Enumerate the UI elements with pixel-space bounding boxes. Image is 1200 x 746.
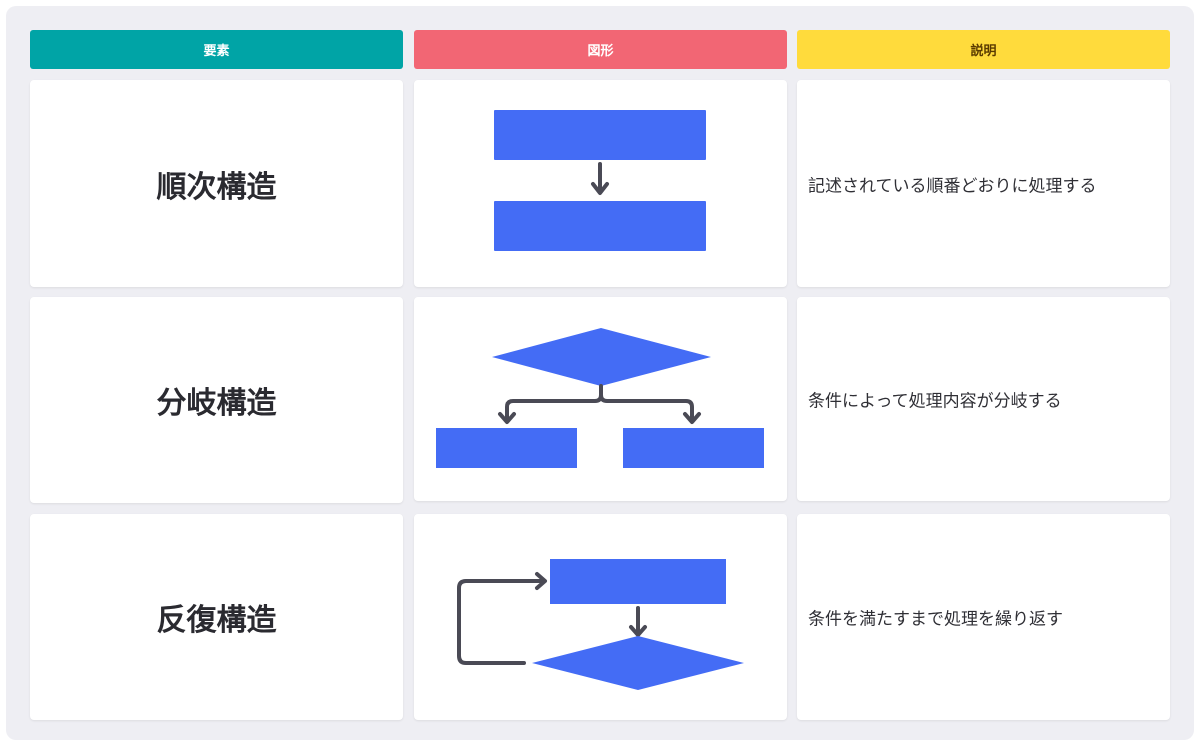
loop-back-arrow-head: [535, 572, 547, 590]
card-shape-loop: [414, 514, 787, 720]
element-title-branch: 分岐構造: [156, 386, 277, 421]
branch-diagram: [436, 328, 764, 468]
header-element: 要素: [30, 30, 403, 69]
branch-left-line: [505, 384, 603, 421]
description-loop: 条件を満たすまで処理を繰り返す: [808, 609, 1063, 630]
card-element-branch: 分岐構造: [30, 297, 403, 503]
decision-diamond: [492, 328, 711, 386]
card-shape-sequential: [414, 80, 787, 287]
description-sequential: 記述されている順番どおりに処理する: [808, 176, 1097, 196]
loop-diagram: [457, 559, 744, 690]
loop-back-line: [457, 579, 544, 665]
loop-decision-diamond: [532, 636, 744, 690]
branch-right-line: [599, 393, 694, 421]
loop-arrow-head: [629, 625, 647, 637]
branch-box-left: [436, 428, 577, 468]
card-description-branch: 条件によって処理内容が分岐する: [797, 297, 1170, 501]
loop-process-box: [550, 559, 726, 604]
card-element-loop: 反復構造: [30, 514, 403, 720]
card-shape-branch: [414, 297, 787, 501]
process-box-2: [494, 201, 706, 251]
branch-right-arrow-head: [683, 412, 701, 424]
description-branch: 条件によって処理内容が分岐する: [808, 391, 1062, 412]
arrow-head: [591, 182, 609, 195]
card-description-sequential: 記述されている順番どおりに処理する: [797, 80, 1170, 287]
element-title-sequential: 順次構造: [156, 169, 277, 205]
sequential-diagram: [494, 110, 706, 251]
element-title-loop: 反復構造: [156, 603, 277, 638]
process-box-1: [494, 110, 706, 160]
branch-box-right: [623, 428, 764, 468]
card-element-sequential: 順次構造: [30, 80, 403, 287]
branch-left-arrow-head: [498, 412, 516, 424]
header-shape: 図形: [414, 30, 787, 69]
card-description-loop: 条件を満たすまで処理を繰り返す: [797, 514, 1170, 720]
header-description: 説明: [797, 30, 1170, 69]
